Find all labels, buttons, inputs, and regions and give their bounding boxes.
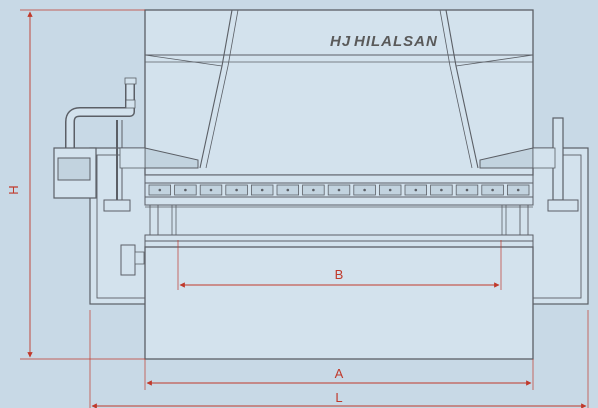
height-dimension-label: H [6,185,21,194]
clamp-bolt [516,188,520,192]
clamp-bolt [491,188,494,192]
clamp-bolt [158,188,162,192]
clamp-bolt [312,188,315,192]
clamp-bolt [235,188,238,192]
clamp-bolt [209,188,213,192]
overall-length-dimension-label: L [335,390,342,405]
upper-beam [144,9,534,176]
clamp-bolt [363,188,366,192]
dimension-lines [20,9,589,408]
clamp-bolt [440,188,443,192]
brand-logo: HJ HILALSAN [330,33,438,50]
clamp-bolt [260,188,264,192]
control-panel [53,120,146,212]
clamp-bolt [388,188,392,192]
table-width-dimension-label: A [335,366,344,381]
brand-mark: HJ [330,33,351,50]
lower-table [120,234,534,360]
hydraulic-pipe [65,77,137,150]
clamp-bolt [337,188,341,192]
clamp-bolt [286,188,290,192]
inner-width-dimension-label: B [335,267,344,282]
clamp-bolt [465,188,469,192]
right-side-column [532,117,579,212]
brand-name: HILALSAN [354,33,438,50]
clamp-bolt [414,188,418,192]
tool-clamp-row [144,174,534,206]
clamp-bolt [184,188,187,192]
clamp-segments [148,184,530,196]
